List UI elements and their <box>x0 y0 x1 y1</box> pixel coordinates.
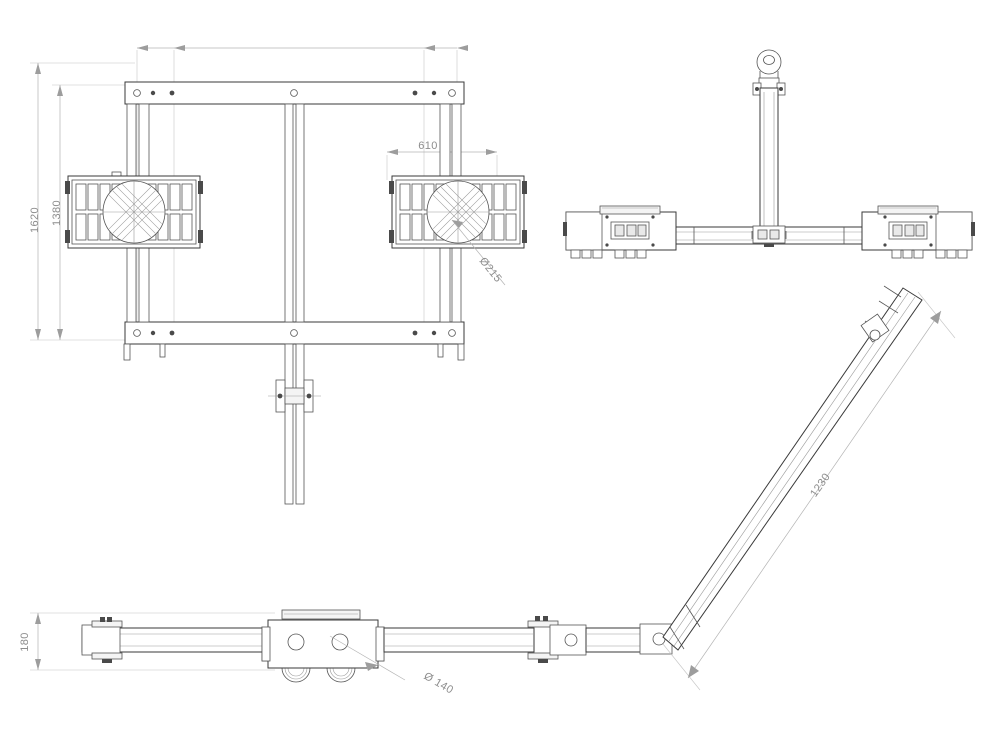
handle-length-dimension-label: 1230 <box>808 471 833 499</box>
mast-beam-coupler <box>751 225 787 247</box>
side-beam-right <box>383 616 673 663</box>
central-post <box>268 103 321 505</box>
top-rail <box>124 81 465 105</box>
mast-clevis <box>752 77 786 96</box>
frame-height-dimension: 1380 <box>51 85 63 340</box>
side-beam-left <box>81 617 273 663</box>
folded-handle-view: 1230 <box>662 285 956 691</box>
wheel-diameter-dimension-label: Ø 140 <box>422 670 456 696</box>
eye-ring <box>756 49 782 81</box>
frame-height-dimension-label: 1380 <box>51 200 63 226</box>
rear-elevation-view <box>563 49 975 259</box>
side-elevation-view: 180 <box>19 609 673 683</box>
handle-length-dimension: 1230 <box>662 291 956 691</box>
end-roller-unit-right <box>861 205 975 259</box>
bottom-rail <box>123 321 465 361</box>
end-roller-unit-left <box>563 205 677 259</box>
overall-width-dimension <box>137 45 468 51</box>
handle-arm <box>662 285 923 651</box>
beam-joint-clamp <box>527 616 587 663</box>
overall-height-dimension-label: 1620 <box>29 207 41 233</box>
wheeled-carriage <box>261 609 385 683</box>
roller-width-dimension-label: 610 <box>418 140 438 152</box>
beam-height-dimension: 180 <box>19 612 275 671</box>
roller-disc-right <box>426 180 490 244</box>
roller-assembly-left <box>65 171 203 249</box>
overall-height-dimension: 1620 <box>29 63 41 340</box>
roller-diameter-dimension-label: Ø215 <box>477 255 504 285</box>
post-pivot-clamp <box>268 379 321 413</box>
roller-assembly-right <box>389 175 527 249</box>
mast-tube <box>759 87 779 229</box>
front-elevation-view: 1620 1380 610 <box>29 45 527 505</box>
beam-height-dimension-label: 180 <box>19 632 31 652</box>
roller-width-dimension: 610 <box>386 140 498 180</box>
roller-disc-left <box>102 180 166 244</box>
